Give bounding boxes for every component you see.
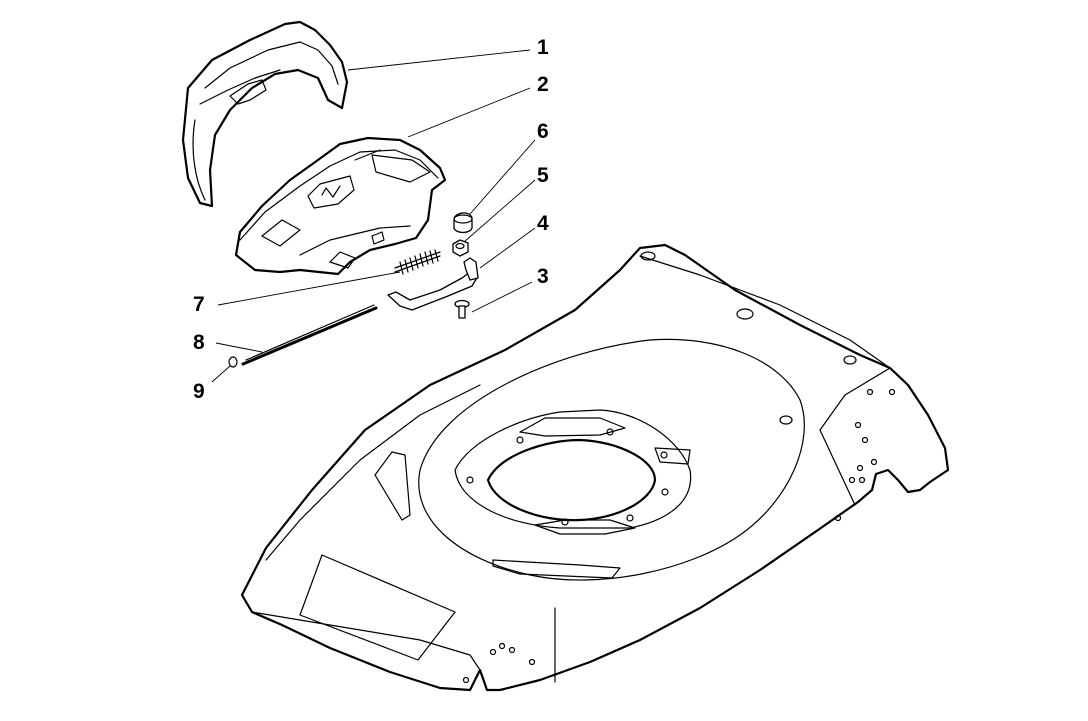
part-1-rear-cover bbox=[181, 20, 349, 208]
part-2-engine-cover bbox=[234, 136, 447, 276]
callout-5: 5 bbox=[537, 164, 549, 187]
part-9-washer bbox=[228, 356, 238, 368]
part-4-bracket bbox=[387, 257, 479, 311]
callout-9: 9 bbox=[193, 380, 205, 403]
callout-7: 7 bbox=[193, 293, 205, 316]
part-3-screw bbox=[454, 299, 470, 319]
callout-8: 8 bbox=[193, 331, 205, 354]
callout-2: 2 bbox=[537, 73, 549, 96]
mower-deck bbox=[240, 243, 950, 692]
part-5-nut bbox=[452, 239, 469, 257]
part-6-cap bbox=[453, 212, 473, 234]
callout-6: 6 bbox=[537, 120, 549, 143]
leader-lines bbox=[211, 49, 536, 383]
callout-3: 3 bbox=[537, 265, 549, 288]
callout-1: 1 bbox=[537, 36, 549, 59]
part-7-spring bbox=[394, 249, 441, 275]
part-8-rod bbox=[241, 304, 378, 366]
callouts: 1 2 6 5 4 3 7 8 9 bbox=[193, 36, 549, 403]
callout-4: 4 bbox=[537, 212, 549, 235]
